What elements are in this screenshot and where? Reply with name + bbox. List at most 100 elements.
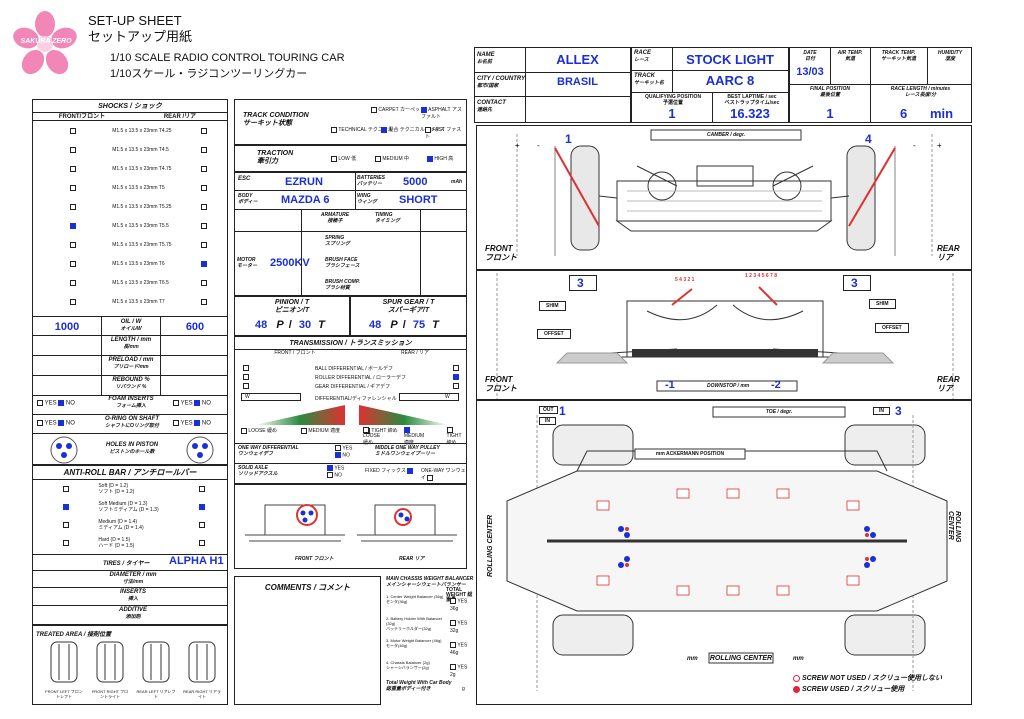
tire-icon — [142, 641, 170, 683]
droop-numbers-left: 5 4 3 2 1 — [675, 277, 695, 283]
oneway-pulley-checkbox[interactable] — [427, 474, 434, 481]
front-medium-checkbox[interactable] — [301, 427, 308, 434]
rear-gear-diff-checkbox[interactable] — [453, 383, 459, 389]
camber-left-value: 1 — [565, 132, 572, 146]
shock-front-checkbox[interactable] — [69, 146, 76, 153]
shock-rear-checkbox[interactable] — [201, 260, 208, 267]
solid-yes-checkbox[interactable] — [327, 465, 333, 471]
shock-front-checkbox[interactable] — [69, 222, 76, 229]
city-label-jp: 都市/国家 — [477, 83, 499, 89]
antiroll-rear-checkbox[interactable] — [199, 503, 206, 510]
fixed-checkbox[interactable] — [407, 467, 414, 474]
foam-rear-no-checkbox[interactable] — [194, 400, 201, 406]
rear-roller-diff-checkbox[interactable] — [453, 374, 459, 380]
oring-front-yes-checkbox[interactable] — [37, 420, 43, 426]
antiroll-rear-checkbox[interactable] — [199, 485, 206, 492]
shock-rear-checkbox[interactable] — [201, 298, 208, 305]
shock-front-checkbox[interactable] — [69, 165, 76, 172]
balancer-item-checkbox[interactable] — [450, 642, 456, 648]
traction-high-checkbox[interactable] — [427, 155, 433, 162]
oneway-pulley-label: ONE-WAY ワンウェイ — [421, 468, 466, 481]
solid-no-label: NO — [334, 472, 342, 479]
front-ball-diff-checkbox[interactable] — [243, 365, 249, 371]
antiroll-front-checkbox[interactable] — [62, 503, 69, 510]
carpet-label: CARPET カーペット — [378, 107, 425, 113]
oneway-yes-checkbox[interactable] — [335, 445, 341, 451]
oring-rear-no-checkbox[interactable] — [194, 420, 201, 426]
balancer-item-checkbox[interactable] — [450, 598, 456, 604]
antiroll-rear-checkbox[interactable] — [199, 521, 206, 528]
shock-front-checkbox[interactable] — [69, 203, 76, 210]
traction-medium-checkbox[interactable] — [375, 155, 381, 162]
qual-label-jp: 予選位置 — [662, 100, 683, 106]
shock-rear-checkbox[interactable] — [201, 241, 208, 248]
balancer-item-checkbox[interactable] — [450, 620, 456, 626]
foam-front-yes-checkbox[interactable] — [37, 400, 43, 406]
front-roller-diff-checkbox[interactable] — [243, 374, 249, 380]
fast-label: FAST ファスト — [425, 127, 462, 140]
diameter-label-jp: 寸法/mm — [122, 579, 144, 585]
mixed-checkbox[interactable] — [381, 126, 387, 133]
shock-front-checkbox[interactable] — [69, 241, 76, 248]
rear-loose-checkbox[interactable] — [363, 427, 369, 433]
front-gear-diff-checkbox[interactable] — [243, 383, 249, 389]
front-loose-checkbox[interactable] — [241, 427, 247, 434]
asphalt-checkbox[interactable] — [421, 106, 427, 113]
shock-rear-checkbox[interactable] — [201, 279, 208, 286]
toe-in-label-right: IN — [873, 407, 890, 415]
antiroll-front-checkbox[interactable] — [62, 485, 69, 492]
legend-not-used-label: SCREW NOT USED / スクリュー使用しない — [801, 675, 942, 682]
tire-treatment[interactable]: FRONT LEFT フロントレフト — [45, 640, 84, 699]
tire-treatment[interactable]: FRONT RIGHT フロントライト — [92, 640, 130, 699]
comments-panel[interactable]: COMMENTS / コメント — [234, 576, 381, 705]
solid-no-checkbox[interactable] — [327, 472, 333, 479]
shock-rear-checkbox[interactable] — [201, 146, 208, 153]
balancer-item-jp: モータ(46g) — [386, 643, 408, 648]
carpet-checkbox[interactable] — [371, 106, 377, 113]
foam-front-no-checkbox[interactable] — [58, 400, 65, 406]
shock-front-checkbox[interactable] — [69, 298, 76, 305]
shocks-title: SHOCKS / ショック — [33, 100, 227, 113]
rear-medium-checkbox[interactable] — [403, 427, 410, 433]
tire-treatment[interactable]: REAR LEFT リアレフト — [136, 640, 176, 699]
antiroll-rear-checkbox[interactable] — [199, 539, 206, 546]
brush-comp-label: BRUSH COMP. — [325, 279, 360, 285]
oring-rear-yes-checkbox[interactable] — [173, 420, 179, 426]
shock-rear-checkbox[interactable] — [201, 222, 208, 229]
shock-rear-checkbox[interactable] — [201, 203, 208, 210]
qual-label: QUALIFYING POSITION — [644, 94, 702, 100]
shock-front-checkbox[interactable] — [69, 260, 76, 267]
technical-checkbox[interactable] — [331, 126, 337, 133]
foam-rear-yes-checkbox[interactable] — [173, 400, 179, 406]
fast-checkbox[interactable] — [425, 126, 431, 133]
rebound-label: REBOUND % — [112, 377, 150, 383]
oneway-no-checkbox[interactable] — [335, 452, 341, 459]
rear-tight-label: TIGHT 締め — [446, 433, 462, 447]
balancer-item-checkbox[interactable] — [450, 664, 456, 670]
shock-rear-checkbox[interactable] — [201, 165, 208, 172]
rolling-center-mm-left: mm — [687, 656, 698, 662]
shock-front-checkbox[interactable] — [69, 184, 76, 191]
antiroll-front-checkbox[interactable] — [62, 521, 69, 528]
shock-front-checkbox[interactable] — [69, 279, 76, 286]
rear-tight-checkbox[interactable] — [446, 427, 453, 433]
timing-label: TIMING — [375, 212, 393, 218]
tire-treatment[interactable]: REAR RIGHT リアライト — [183, 640, 222, 699]
downstop-left-value: -1 — [665, 379, 675, 391]
wing-label-jp: ウィング — [357, 199, 378, 205]
motor-value: 2500KV — [270, 257, 310, 269]
shock-rear-checkbox[interactable] — [201, 127, 208, 134]
traction-low-checkbox[interactable] — [331, 155, 337, 162]
contact-label: CONTACT — [477, 100, 506, 106]
antiroll-option-en: Soft Medium (D = 1.3) — [98, 501, 148, 507]
svg-text:+: + — [515, 141, 520, 150]
esc-label: ESC — [238, 176, 251, 182]
toe-out-value: 1 — [559, 404, 566, 418]
shock-rear-checkbox[interactable] — [201, 184, 208, 191]
rear-ball-diff-checkbox[interactable] — [453, 365, 459, 371]
oring-front-no-checkbox[interactable] — [58, 420, 65, 426]
tire-icon — [50, 641, 78, 683]
antiroll-front-checkbox[interactable] — [62, 539, 69, 546]
shock-front-checkbox[interactable] — [69, 127, 76, 134]
